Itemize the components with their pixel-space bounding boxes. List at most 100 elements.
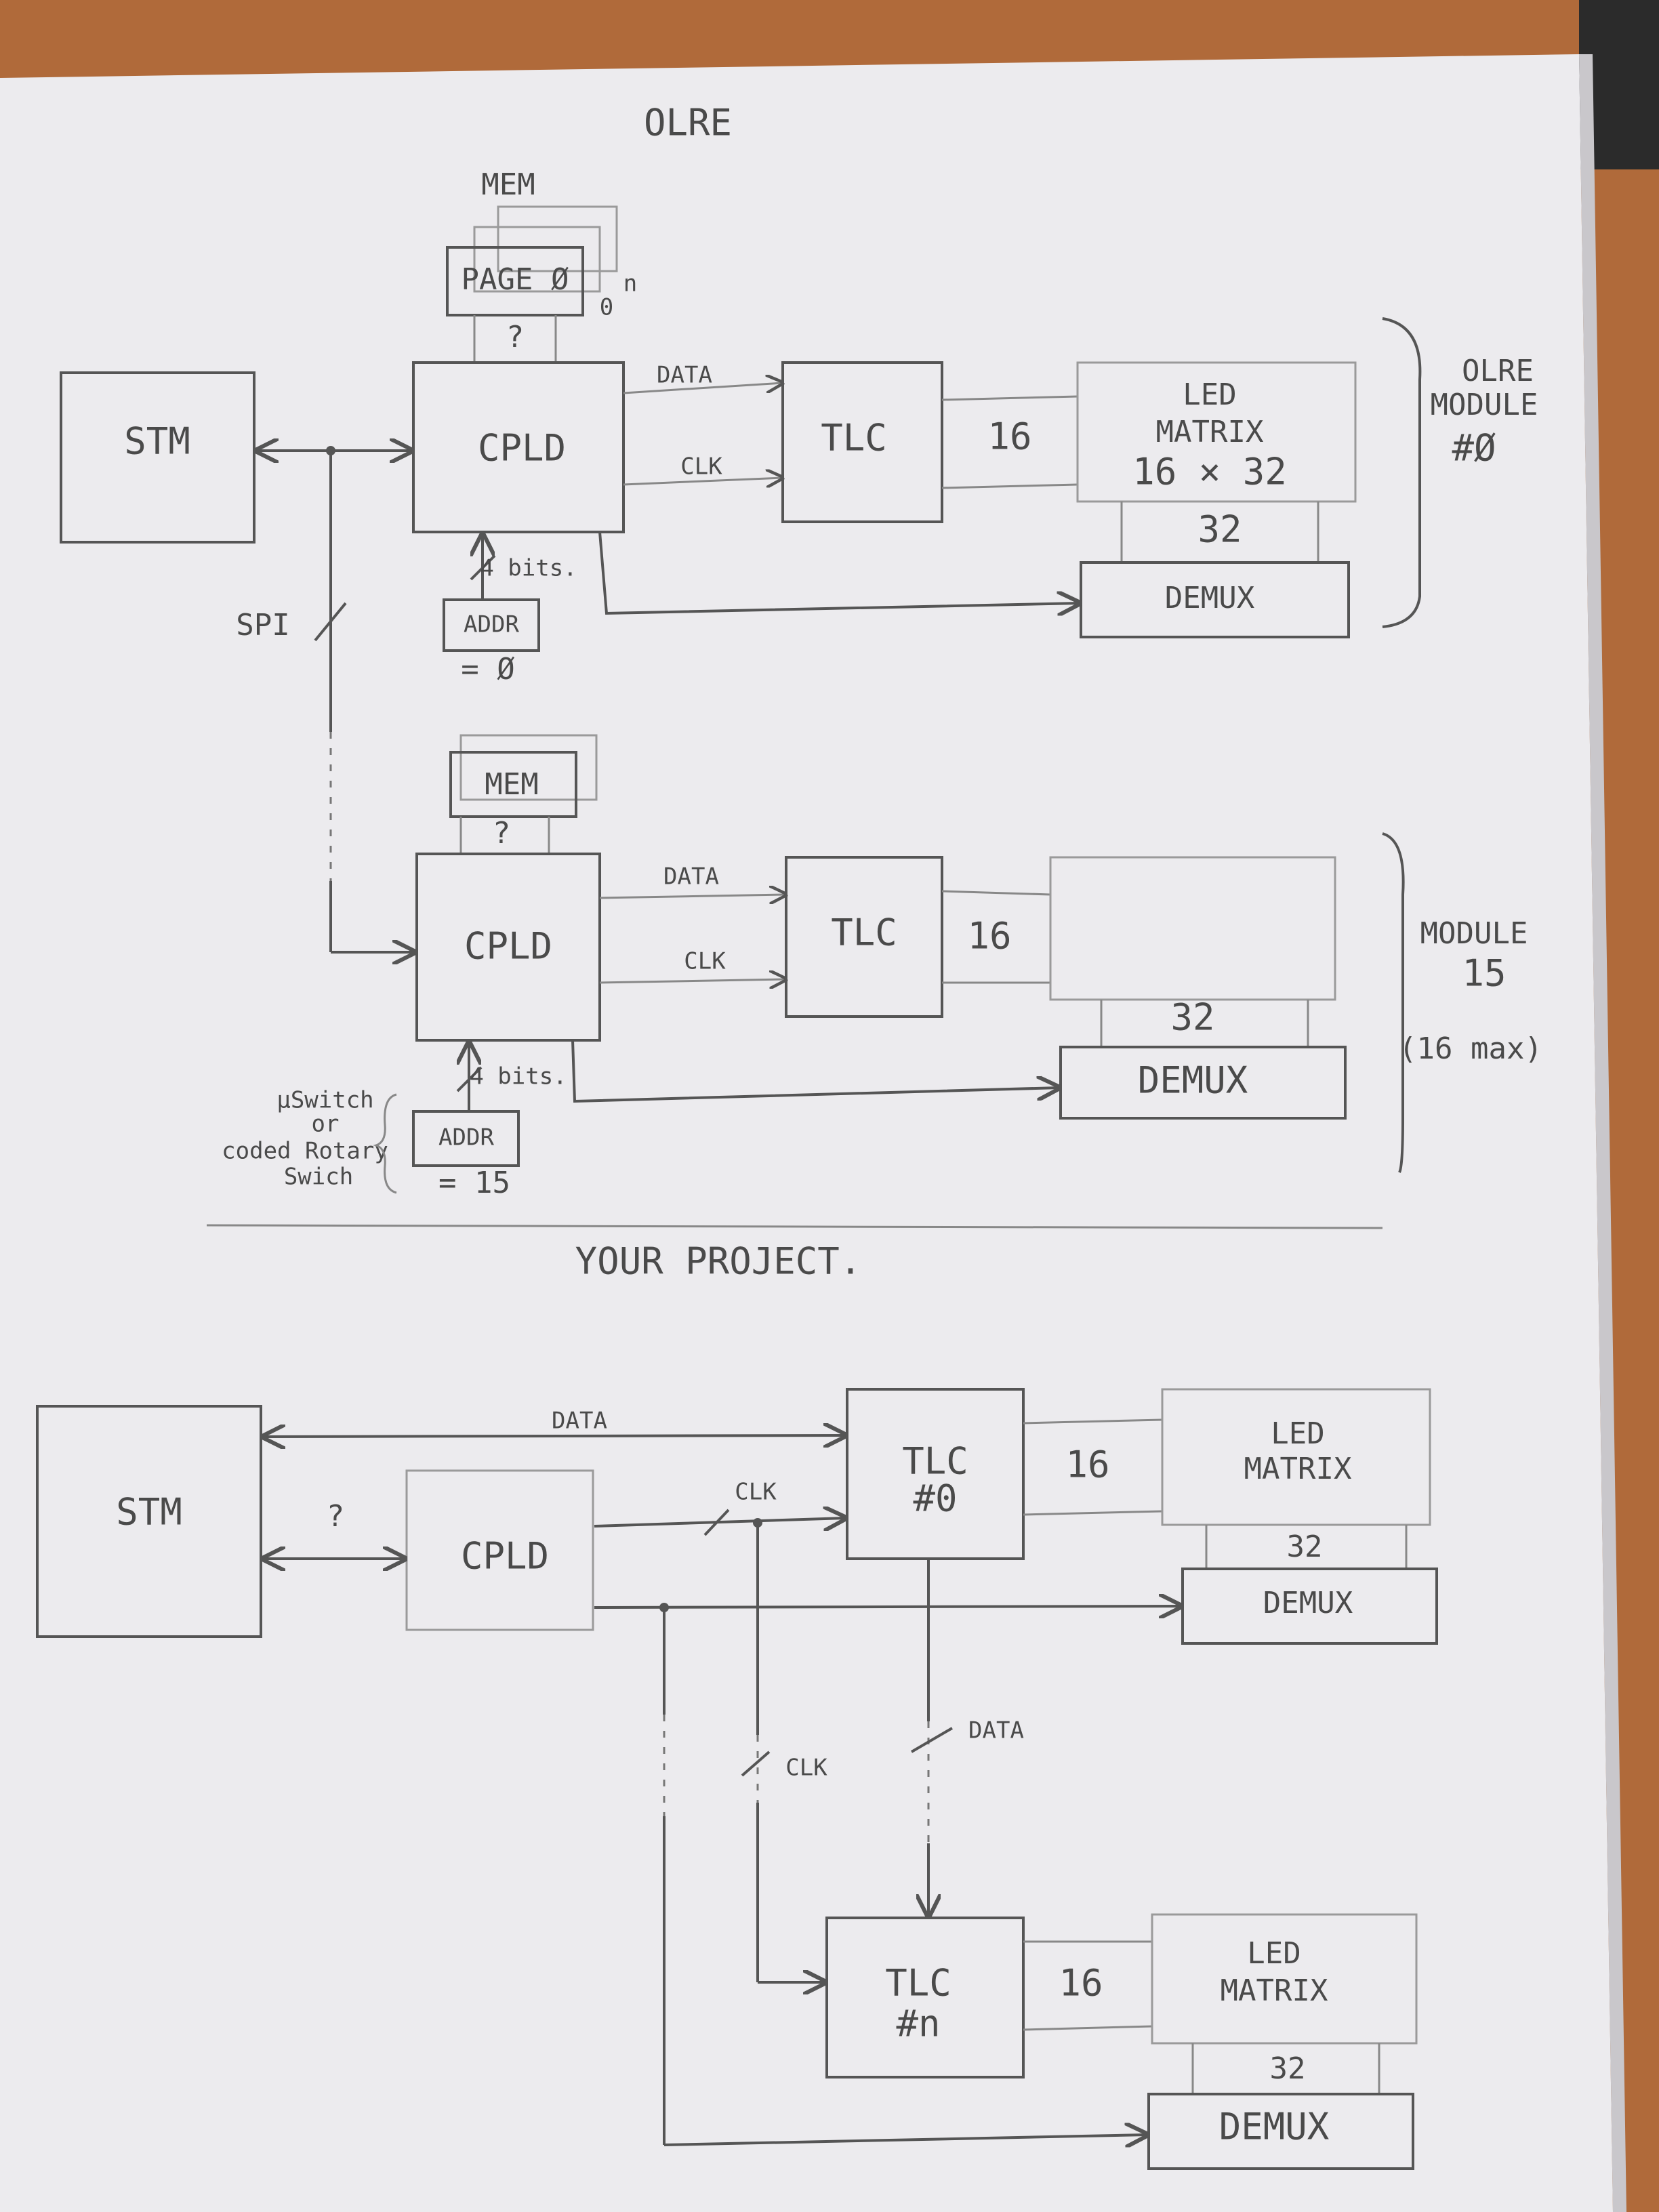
project-bus16-bottom-label: 16 (1059, 1962, 1103, 2005)
project-demux-top-label: DEMUX (1263, 1586, 1353, 1620)
project-data-down-label: DATA (968, 1717, 1024, 1744)
project-bus16-top-upper (1023, 1418, 1163, 1425)
your-project-title: YOUR PROJECT. (575, 1240, 862, 1283)
module0-clk-label: CLK (680, 453, 722, 480)
module15-addr-block (412, 1110, 520, 1167)
project-demux-bottom-block (1147, 2093, 1414, 2170)
project-clk-down-label: CLK (785, 1755, 827, 1782)
module15-addr-value: = 15 (438, 1166, 510, 1200)
switch-note-brace (373, 1093, 397, 1194)
project-clk-slash (703, 1509, 730, 1536)
project-stm-block (36, 1405, 262, 1638)
tlc-module15-label: TLC (831, 912, 897, 954)
led-matrix-module0 (1076, 361, 1357, 503)
module15-data-label: DATA (663, 863, 719, 890)
mem15-block (449, 751, 577, 818)
module15-clk-label: CLK (684, 948, 726, 975)
project-bus32-top-label: 32 (1287, 1530, 1323, 1564)
module0-addr-block (443, 598, 540, 652)
project-stm-cpld-link-label: ? (327, 1499, 345, 1534)
cpld-module0-label: CPLD (478, 427, 566, 470)
project-stm-label: STM (116, 1491, 182, 1534)
spi-bus-slash (314, 602, 347, 642)
switch-note-line4: Swich (284, 1164, 353, 1191)
led-matrix-module0-line3: 16 × 32 (1132, 451, 1287, 493)
module0-brace-line1: OLRE (1462, 354, 1534, 388)
led-matrix-module0-line1: LED (1183, 377, 1236, 412)
module0-bus16-bottom (941, 483, 1078, 489)
paper-sheet (0, 54, 1613, 2212)
project-clk-down-slash (741, 1750, 771, 1777)
module0-addr-value: = Ø (461, 652, 514, 687)
project-cpld-clk-line (594, 1518, 846, 1526)
project-bus16-bottom-lower (1023, 2025, 1153, 2031)
spi-label: SPI (236, 608, 289, 642)
project-tlcn-line2: #n (896, 2003, 940, 2045)
section-separator (206, 1224, 1383, 1229)
project-tlc0-block (846, 1388, 1025, 1560)
project-tlc0-line1: TLC (902, 1440, 968, 1483)
project-tlcn-line1: TLC (885, 1962, 951, 2005)
project-bus32-bottom-label: 32 (1270, 2051, 1306, 2086)
mem-link-label: ? (506, 320, 525, 354)
module15-mem-label: MEM (485, 767, 538, 802)
tlc-module15-block (785, 856, 943, 1018)
led-matrix-module0-line2: MATRIX (1156, 415, 1264, 449)
project-led-top-line2: MATRIX (1244, 1452, 1352, 1486)
module15-brace-line3: (16 max) (1399, 1031, 1542, 1066)
page-label: PAGE Ø (462, 262, 569, 297)
cpld0-clk-line (623, 478, 783, 485)
project-demux-bottom-label: DEMUX (1219, 2106, 1330, 2148)
project-bus16-top-lower (1023, 1510, 1163, 1516)
mem15-back (459, 734, 598, 801)
project-led-bottom-line2: MATRIX (1221, 1973, 1328, 2008)
module0-brace-line2: MODULE (1431, 388, 1538, 422)
led-matrix-module15 (1049, 856, 1336, 1001)
tlc-module0-block (781, 361, 943, 523)
cpld0-data-line (623, 383, 783, 394)
module15-bus16-top (941, 890, 1051, 896)
tlc-module0-label: TLC (821, 417, 887, 459)
module15-addr-slash (456, 1066, 483, 1092)
module15-brace-line2: 15 (1462, 952, 1506, 995)
stm-label: STM (124, 420, 190, 463)
module15-bus16-label: 16 (967, 915, 1011, 958)
project-cpld-demux-line (594, 1606, 1181, 1607)
project-tlc0-line2: #0 (913, 1477, 957, 1520)
project-demux-bottom-line (663, 2135, 1147, 2145)
module15-mem-link-label: ? (493, 816, 511, 851)
mem-page-back1 (473, 226, 601, 293)
cpld-module15-block (415, 853, 601, 1042)
module15-brace (1382, 832, 1405, 1173)
module0-brace (1382, 317, 1422, 628)
mem-label: MEM (481, 167, 535, 202)
project-led-top-block (1161, 1388, 1431, 1526)
project-data-line (263, 1435, 846, 1437)
page-index-0: 0 (600, 294, 613, 321)
module15-brace-line1: MODULE (1420, 916, 1528, 951)
switch-note-line1: µSwitch (276, 1087, 373, 1114)
project-clk-label: CLK (735, 1479, 777, 1506)
module0-addr-label: ADDR (464, 611, 519, 638)
demux-module15-label: DEMUX (1138, 1059, 1248, 1102)
module0-bus16-top (941, 395, 1078, 401)
project-cpld-label: CPLD (461, 1535, 549, 1578)
module0-brace-line3: #Ø (1452, 427, 1496, 470)
module0-data-label: DATA (657, 362, 712, 389)
module15-bus32-label: 32 (1170, 996, 1214, 1039)
cpld15-data-line (599, 895, 786, 898)
module0-bus32-label: 32 (1197, 508, 1242, 551)
module15-addr-bits: 4 bits. (470, 1063, 567, 1090)
project-data-label: DATA (552, 1408, 607, 1435)
cpld15-clk-line (599, 979, 786, 983)
mem-page-0 (446, 246, 584, 316)
cpld15-demux-line (571, 1040, 1059, 1103)
project-bus16-top-label: 16 (1065, 1443, 1109, 1486)
cpld-module15-label: CPLD (464, 925, 552, 968)
module0-bus16-label: 16 (987, 415, 1031, 458)
project-led-bottom-block (1151, 1913, 1418, 2045)
project-tlcn-block (825, 1917, 1025, 2078)
page-index-n: n (623, 270, 637, 298)
mem-page-back2 (497, 205, 618, 272)
